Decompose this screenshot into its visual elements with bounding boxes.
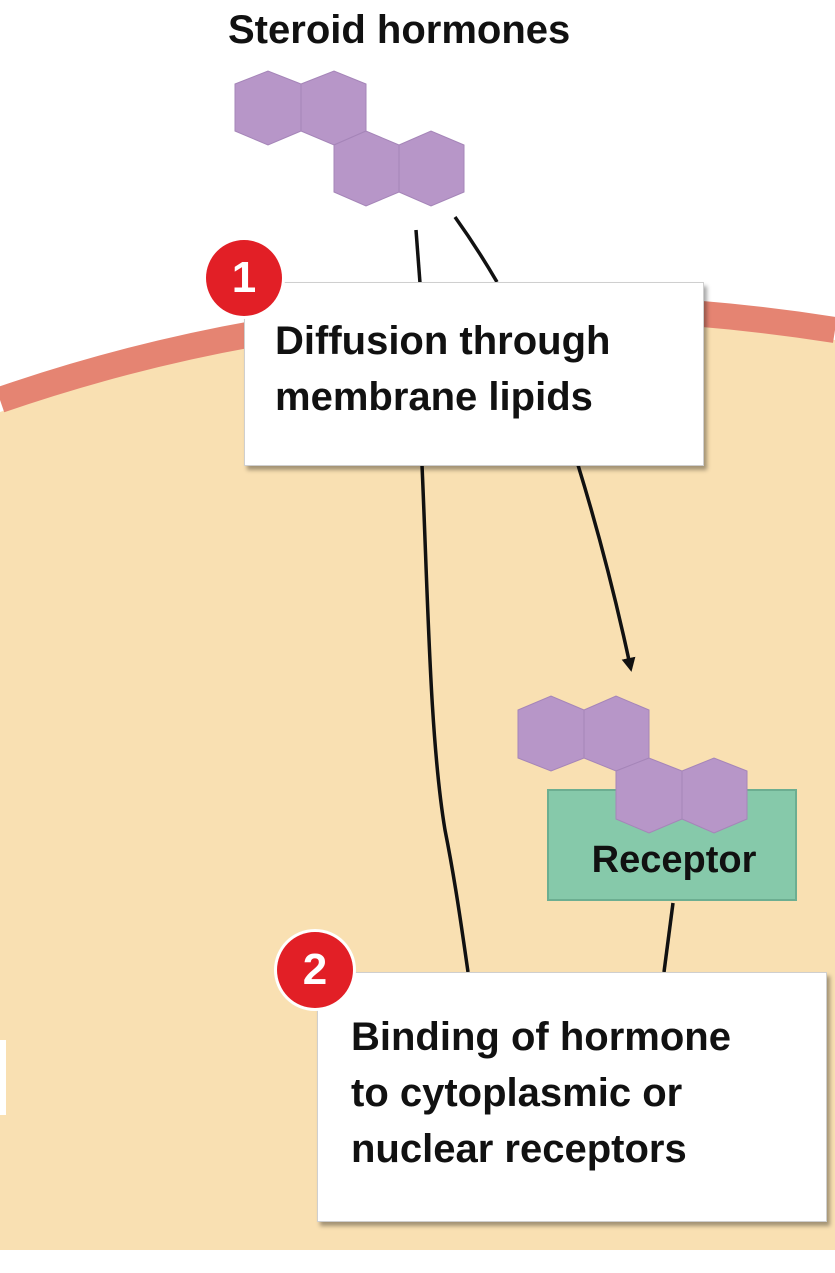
receptor-label: Receptor [591, 839, 757, 881]
step-2-line-1: Binding of hormone [351, 1015, 731, 1059]
path-line-receptor-to-step2 [662, 902, 675, 973]
diagram-title: Steroid hormones [228, 8, 571, 52]
hormone-molecule-extracellular [234, 70, 465, 207]
path-arrow-to-receptor [576, 464, 636, 672]
step-2-badge: 2 [277, 932, 353, 1008]
path-line-left [414, 229, 422, 284]
step-2-box: Binding of hormone to cytoplasmic or nuc… [317, 972, 827, 1222]
hormone-molecule-bound [517, 695, 650, 772]
path-line-right-upper [453, 215, 499, 283]
step-1-box: Diffusion through membrane lipids [244, 282, 704, 466]
step-1-line-2: membrane lipids [275, 375, 593, 419]
receptor: Receptor [547, 789, 797, 901]
path-line-left-lower [420, 464, 470, 973]
step-2-line-3: nuclear receptors [351, 1127, 687, 1171]
step-1-line-1: Diffusion through [275, 319, 611, 363]
step-1-badge: 1 [206, 240, 282, 316]
step-2-line-2: to cytoplasmic or [351, 1071, 683, 1115]
